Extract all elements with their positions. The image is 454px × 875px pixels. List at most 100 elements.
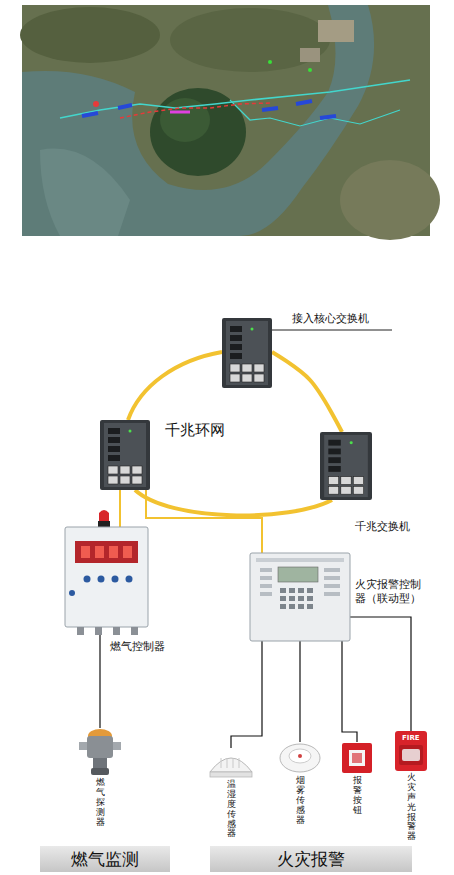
cable-gland <box>131 627 138 635</box>
sensor-disk <box>280 744 320 772</box>
switch-panel <box>324 435 368 497</box>
button-glass <box>349 750 365 766</box>
sfp-port <box>328 466 340 472</box>
digit <box>95 546 104 558</box>
rj45-port <box>108 466 118 474</box>
rj45-port <box>242 364 252 372</box>
connector <box>342 641 357 742</box>
map-segment <box>118 105 132 108</box>
map-river <box>40 149 130 236</box>
temp-icon <box>207 748 255 778</box>
gas-detector: 燃气探测器 <box>77 728 123 828</box>
vent-slot <box>227 758 228 768</box>
sfp-port <box>108 455 120 461</box>
control-button <box>126 576 133 583</box>
core-switch: 接入核心交换机 <box>222 318 272 388</box>
gigabit-switch: 千兆交换机 <box>320 432 372 500</box>
connector <box>299 641 300 742</box>
cable-gland <box>79 742 87 750</box>
map-segment <box>82 113 98 116</box>
sfp-port <box>108 446 120 452</box>
rj45-port <box>120 476 130 484</box>
sfp-port <box>230 326 242 332</box>
switch-body <box>222 318 272 388</box>
switch-symbol <box>222 318 272 388</box>
detector-body <box>87 736 113 758</box>
rj45-port <box>353 477 363 485</box>
map-segment <box>262 108 278 110</box>
node-label: 火灾报警 <box>210 846 412 872</box>
feeder-line <box>119 490 121 527</box>
connector <box>231 641 262 748</box>
alarm-body <box>395 731 427 771</box>
button-core <box>352 753 362 763</box>
sfp-port <box>328 449 340 455</box>
rj45-port <box>132 476 142 484</box>
node-label: 千兆交换机 <box>355 520 410 534</box>
key <box>280 596 286 601</box>
sensor-head <box>91 768 109 775</box>
group-band: 火灾报警 <box>210 846 412 872</box>
switch-icon <box>222 318 272 388</box>
sensor-dome <box>210 758 252 772</box>
map-segment <box>296 101 312 104</box>
smoke-icon <box>276 742 324 774</box>
switch-panel <box>226 321 268 385</box>
controller-housing <box>65 527 148 627</box>
node-label: 燃气监测 <box>40 846 170 872</box>
node-label: 燃气探测器 <box>96 778 105 827</box>
band-fill <box>210 846 412 872</box>
sfp-port <box>108 428 120 434</box>
led <box>129 430 132 433</box>
indicator-row <box>260 576 272 580</box>
band-fill <box>40 846 170 872</box>
beacon-light <box>99 510 109 521</box>
map-village <box>300 48 320 62</box>
indicator-row <box>260 592 272 596</box>
map-hill <box>170 8 330 72</box>
top-strip <box>256 558 344 562</box>
digit <box>123 546 132 558</box>
ring-line <box>128 352 222 420</box>
switch-body <box>100 420 150 490</box>
key <box>298 604 304 609</box>
sound-light-alarm: 火灾声光报警器 <box>392 731 430 843</box>
indicator-row <box>260 584 272 588</box>
switch-symbol <box>320 432 372 500</box>
beacon-base <box>98 521 110 527</box>
lcd-screen <box>278 567 318 582</box>
controller-housing <box>250 553 350 641</box>
rj45-port <box>254 364 264 372</box>
key <box>307 604 313 609</box>
fire-controller: 火灾报警控制器（联动型） <box>250 553 350 641</box>
node-label: 温湿度传感器 <box>227 780 236 839</box>
feeder-line <box>146 490 262 553</box>
connector <box>272 352 342 432</box>
map-dot <box>308 68 312 72</box>
map-field <box>340 160 440 240</box>
key <box>307 588 313 593</box>
led <box>298 754 302 758</box>
map-village <box>318 20 354 42</box>
key-switch <box>69 590 75 596</box>
ring-line <box>135 490 332 515</box>
map-hill <box>20 7 160 63</box>
node-label: 接入核心交换机 <box>292 312 369 326</box>
control-button <box>112 576 119 583</box>
digit <box>81 546 90 558</box>
rj45-port <box>328 477 338 485</box>
control-button <box>84 576 91 583</box>
gas-controller: 燃气控制器 <box>65 527 148 635</box>
node-label: 燃气控制器 <box>110 640 165 654</box>
connector <box>350 617 411 731</box>
key <box>298 596 304 601</box>
sfp-port <box>230 344 242 350</box>
connector <box>99 635 100 728</box>
cable-gland <box>113 742 121 750</box>
rj45-port <box>341 477 351 485</box>
led <box>251 328 254 331</box>
button-icon <box>340 742 374 774</box>
vent-slot <box>233 758 234 768</box>
rj45-port <box>120 466 130 474</box>
